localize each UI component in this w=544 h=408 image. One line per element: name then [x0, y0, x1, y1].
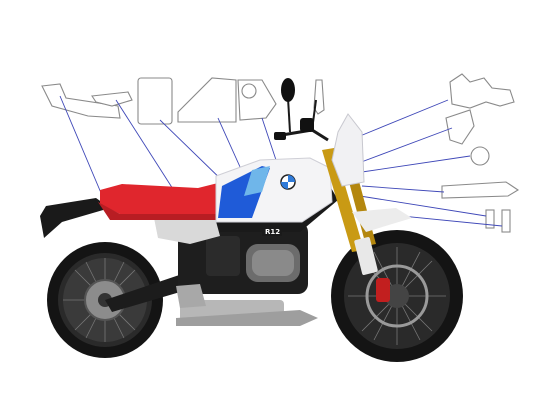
film-piece-fork-slider-left: [485, 209, 495, 229]
film-piece-mirror-strip: [313, 79, 325, 115]
rear-fender: [40, 198, 110, 238]
film-piece-fork-guard: [441, 181, 520, 199]
side-cover: [154, 214, 220, 244]
handlebar-grip: [274, 132, 286, 140]
film-piece-tank-cap: [241, 83, 257, 99]
leader-line: [361, 155, 471, 173]
film-piece-side-panel-left: [41, 83, 121, 119]
leader-line: [359, 99, 449, 137]
front-fender: [352, 208, 412, 232]
dashboard: [300, 118, 314, 132]
film-piece-tank-side-left: [177, 77, 237, 123]
fuel-tank: R12: [215, 157, 333, 236]
film-piece-side-panel-small: [91, 91, 133, 107]
leader-line: [115, 99, 181, 201]
film-piece-tank-top: [137, 77, 173, 125]
film-piece-fork-slider-right: [501, 209, 511, 233]
leader-line: [355, 127, 453, 165]
film-piece-fairing-top: [449, 73, 515, 109]
leader-line: [359, 195, 487, 217]
front-wheel: [331, 230, 463, 362]
mirror-left: [281, 78, 295, 102]
leader-line: [361, 185, 445, 193]
film-piece-fairing-side: [445, 109, 475, 145]
engine: [176, 222, 308, 322]
leader-lines: [59, 95, 503, 227]
exhaust: [176, 310, 318, 326]
film-piece-set: [41, 73, 520, 233]
film-piece-headlight-ring: [470, 146, 490, 166]
headlight-fairing: [331, 113, 365, 187]
seat: [100, 182, 222, 214]
motorcycle: R12: [40, 78, 463, 362]
leader-line: [59, 95, 105, 201]
engine-badge: R12: [265, 228, 280, 236]
